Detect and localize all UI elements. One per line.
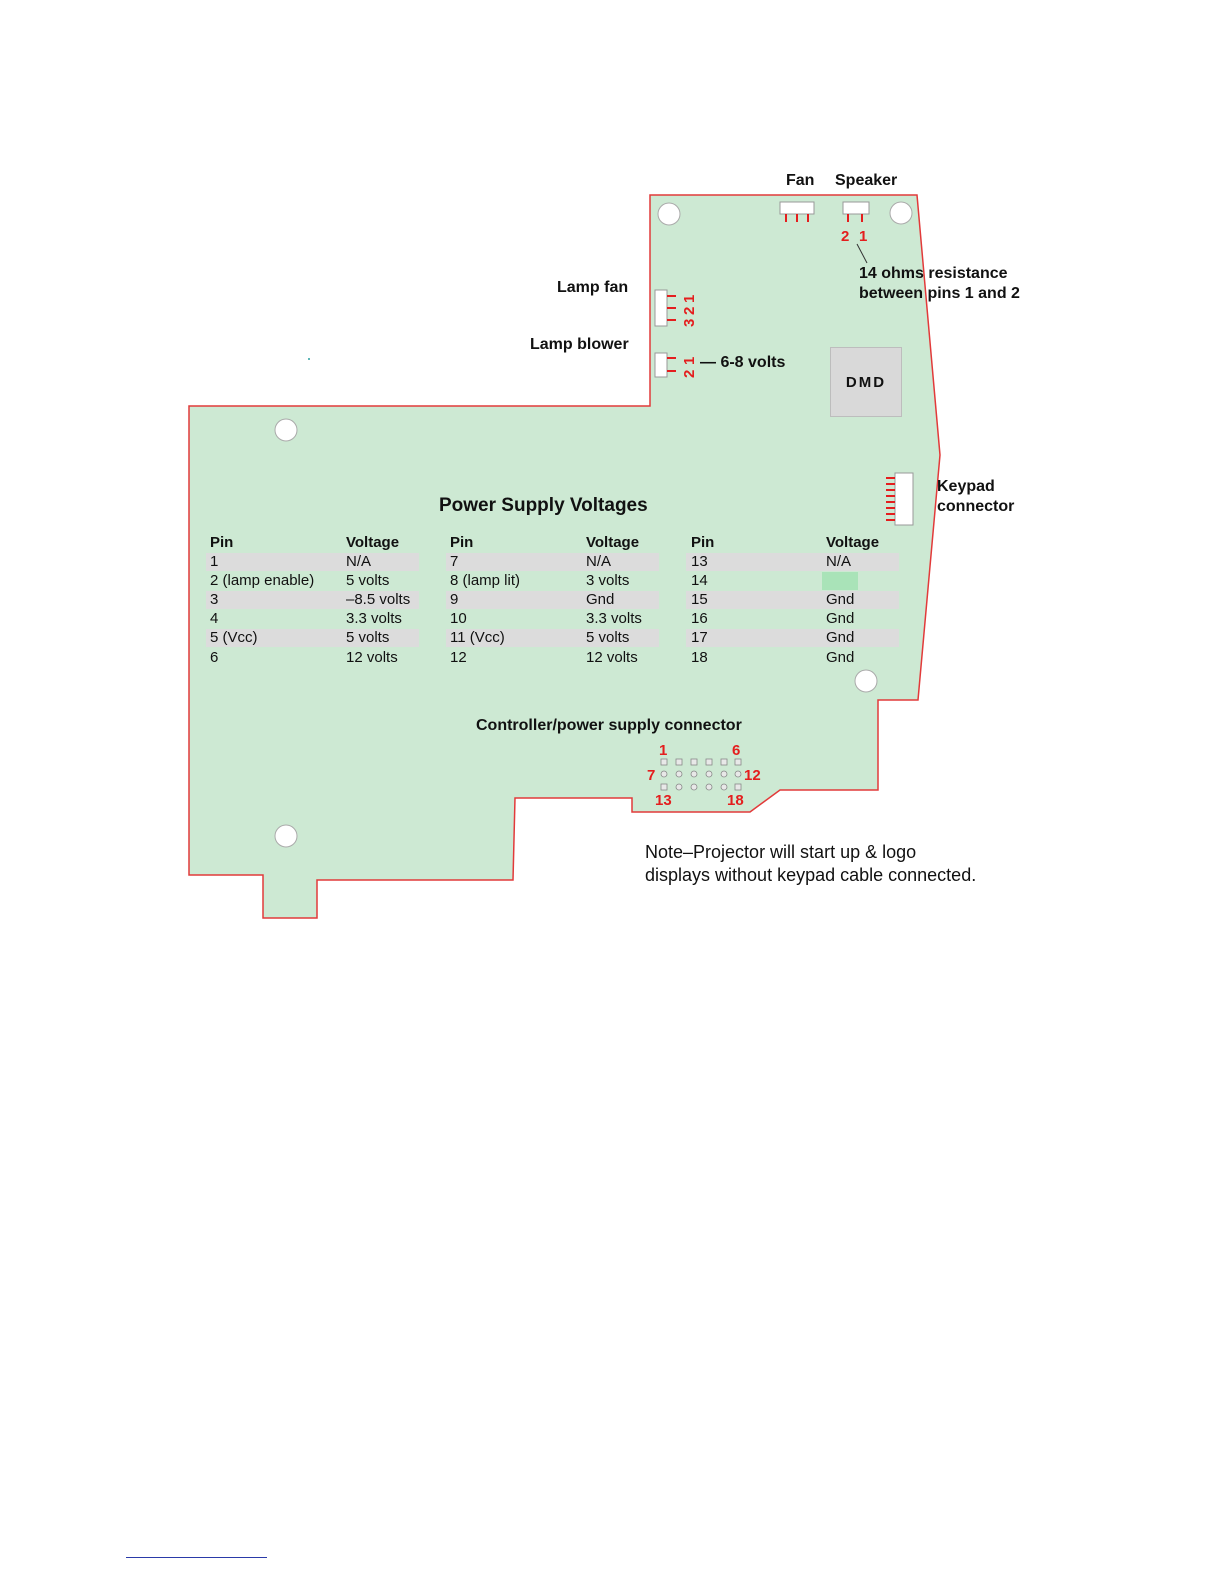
keypad-label-line2: connector (937, 498, 1015, 515)
lamp-fan-pin-2: 2 (681, 306, 698, 315)
lamp-fan-label: Lamp fan (557, 279, 629, 296)
pin-cell: 5 (Vcc) (210, 629, 258, 646)
connector-pin-12: 12 (744, 767, 761, 784)
row-band (446, 553, 659, 571)
lamp-fan-pin-3: 3 (681, 318, 698, 327)
voltage-cell: 3.3 volts (586, 610, 642, 627)
keypad-label-line1: Keypad (937, 478, 995, 495)
dmd-label: DMD (845, 374, 887, 391)
row-band (686, 553, 899, 571)
row-band (206, 591, 419, 609)
pin-cell: 6 (210, 649, 219, 666)
pin-cell: 12 (450, 649, 467, 666)
voltage-cell: 5 volts (346, 629, 390, 646)
voltage-cell: –8.5 volts (346, 591, 411, 608)
mounting-hole (889, 201, 913, 225)
footer-divider (126, 1557, 267, 1558)
pin-cell: 2 (lamp enable) (210, 572, 315, 589)
keypad-connector (886, 472, 914, 526)
pin-cell: 18 (691, 649, 708, 666)
pin-cell: 3 (210, 591, 219, 608)
fan-connector (779, 201, 815, 222)
pin-14-voltage-highlight (822, 572, 858, 590)
voltage-cell: N/A (586, 553, 612, 570)
lamp-fan-pin-1: 1 (681, 294, 698, 303)
fan-label: Fan (786, 172, 815, 189)
mounting-hole (274, 824, 298, 848)
voltage-cell: N/A (826, 553, 852, 570)
voltage-cell: Gnd (826, 629, 855, 646)
column-header-voltage: Voltage (346, 534, 400, 551)
pin-cell: 15 (691, 591, 708, 608)
lamp-fan-connector (654, 289, 676, 327)
row-band (686, 629, 899, 647)
pin-cell: 4 (210, 610, 219, 627)
pin-cell: 7 (450, 553, 459, 570)
mounting-hole (274, 418, 298, 442)
voltage-cell: 12 volts (346, 649, 398, 666)
connector-pin-7: 7 (647, 767, 656, 784)
pin-cell: 14 (691, 572, 708, 589)
mounting-hole (854, 669, 878, 693)
note-line2: displays without keypad cable connected. (645, 865, 977, 885)
stray-dot (308, 358, 310, 360)
row-band (686, 591, 899, 609)
mounting-hole (657, 202, 681, 226)
voltage-cell: Gnd (826, 591, 855, 608)
row-band (206, 629, 419, 647)
pin-cell: 9 (450, 591, 459, 608)
pin-cell: 1 (210, 553, 219, 570)
row-band (206, 553, 419, 571)
lamp-blower-connector (654, 352, 676, 378)
voltage-cell: Gnd (586, 591, 615, 608)
row-band (446, 629, 659, 647)
lamp-blower-label: Lamp blower (530, 336, 629, 353)
lamp-blower-pin-2: 2 (681, 369, 698, 378)
row-band (446, 591, 659, 609)
connector-pin-18: 18 (727, 792, 744, 809)
speaker-label: Speaker (835, 172, 898, 189)
lamp-blower-pin-1: 1 (681, 356, 698, 365)
voltage-cell: Gnd (826, 649, 855, 666)
column-header-pin: Pin (450, 534, 474, 551)
pin-cell: 13 (691, 553, 708, 570)
voltage-cell: N/A (346, 553, 372, 570)
resistance-leader-line (856, 243, 868, 264)
note-line1: Note–Projector will start up & logo (645, 842, 917, 862)
column-header-pin: Pin (210, 534, 234, 551)
lamp-blower-voltage: — 6-8 volts (700, 354, 786, 371)
voltage-cell: 3 volts (586, 572, 630, 589)
controller-connector-label: Controller/power supply connector (476, 717, 742, 734)
table-title: Power Supply Voltages (439, 495, 648, 516)
pin-cell: 17 (691, 629, 708, 646)
speaker-pin-2: 2 (841, 228, 850, 245)
connector-pin-13: 13 (655, 792, 672, 809)
dmd-chip (830, 347, 902, 417)
column-header-voltage: Voltage (826, 534, 880, 551)
voltage-cell: Gnd (826, 610, 855, 627)
controller-connector-pins (660, 758, 742, 791)
resistance-note-line1: 14 ohms resistance (859, 265, 1008, 282)
pin-cell: 11 (Vcc) (450, 629, 505, 646)
voltage-cell: 12 volts (586, 649, 638, 666)
connector-pin-1: 1 (659, 742, 668, 759)
voltage-cell: 5 volts (346, 572, 390, 589)
column-header-pin: Pin (691, 534, 715, 551)
column-header-voltage: Voltage (586, 534, 640, 551)
pin-cell: 16 (691, 610, 708, 627)
pin-cell: 8 (lamp lit) (450, 572, 521, 589)
voltage-cell: 3.3 volts (346, 610, 402, 627)
connector-pin-6: 6 (732, 742, 741, 759)
speaker-pin-1: 1 (859, 228, 868, 245)
resistance-note-line2: between pins 1 and 2 (859, 285, 1020, 302)
speaker-connector (842, 201, 870, 222)
voltage-cell: 5 volts (586, 629, 630, 646)
pin-cell: 10 (450, 610, 467, 627)
